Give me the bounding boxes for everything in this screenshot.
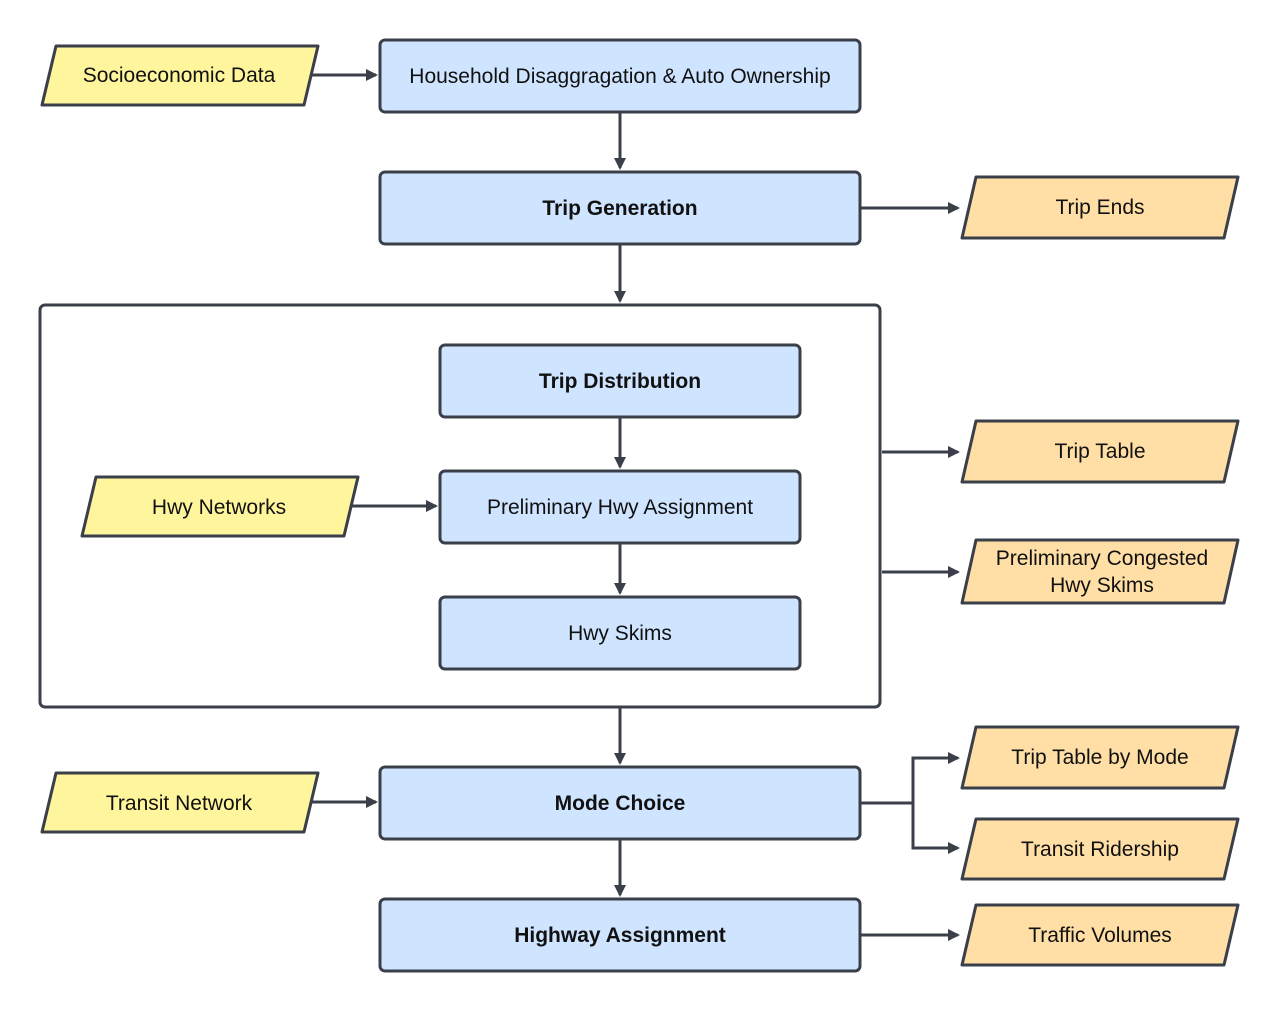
highway-assignment-box (378, 897, 862, 973)
hwy-networks-input (80, 475, 360, 538)
hwy-skims-box (438, 595, 802, 671)
trip-table-output (960, 419, 1240, 484)
traffic-volumes-output (960, 903, 1240, 967)
trip-table-by-mode-output (960, 725, 1240, 790)
arrow-modechoice-to-triptable-by-mode (861, 752, 960, 805)
prelim-congested-skims-output (960, 538, 1240, 605)
socioeconomic-data-input (40, 44, 320, 107)
mode-choice-box (378, 765, 862, 841)
trip-distribution-box (438, 343, 802, 419)
trip-generation-box (378, 170, 862, 246)
household-disaggregation-box (378, 38, 862, 114)
transit-ridership-output (960, 817, 1240, 881)
transit-network-input (40, 771, 320, 834)
preliminary-hwy-assignment-box (438, 469, 802, 545)
arrow-modechoice-to-transit-ridership (861, 801, 960, 854)
trip-ends-output (960, 175, 1240, 240)
